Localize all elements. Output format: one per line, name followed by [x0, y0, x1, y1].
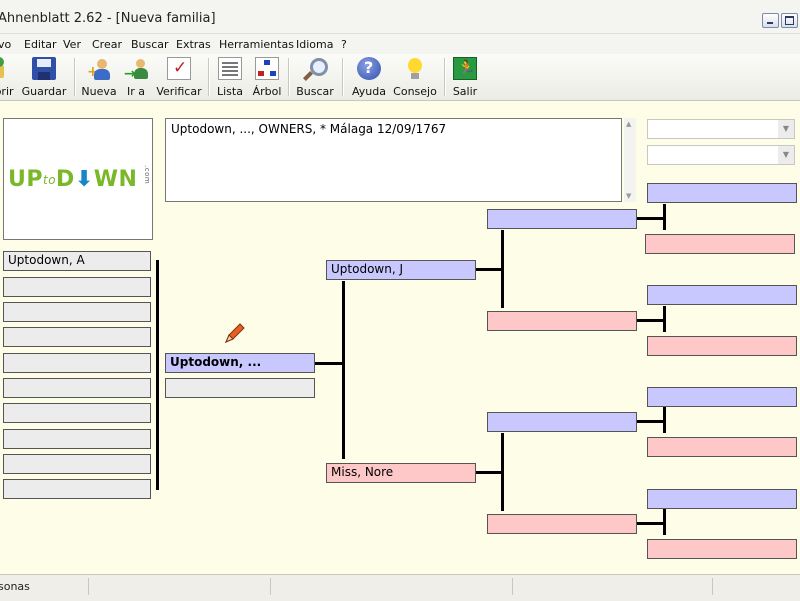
child-item[interactable] — [3, 454, 151, 474]
children-connector — [156, 260, 159, 490]
great-grandparent-box[interactable] — [647, 489, 797, 509]
child-item[interactable] — [3, 403, 151, 423]
status-persons: sonas — [0, 580, 30, 593]
tree-button[interactable]: Árbol — [252, 56, 282, 98]
tree-connector — [476, 471, 503, 474]
tree-connector — [663, 204, 666, 230]
menu-search[interactable]: Buscar — [131, 38, 169, 51]
tree-connector — [637, 522, 665, 525]
new-person-button[interactable]: + Nueva — [80, 56, 118, 98]
exit-icon — [453, 57, 477, 80]
menu-create[interactable]: Crear — [92, 38, 122, 51]
window-title: Ahnenblatt 2.62 - [Nueva familia] — [0, 11, 216, 26]
child-item[interactable] — [3, 302, 151, 322]
menu-tools[interactable]: Herramientas — [219, 38, 294, 51]
tree-connector — [637, 217, 665, 220]
toolbar-separator — [444, 58, 446, 96]
goto-person-icon: → — [124, 57, 148, 82]
tree-icon — [255, 57, 279, 80]
child-item[interactable] — [3, 277, 151, 297]
spouse-box[interactable] — [165, 378, 315, 398]
scroll-up-icon[interactable]: ▲ — [626, 120, 632, 128]
great-grandparent-box[interactable] — [647, 539, 797, 559]
help-icon — [357, 57, 381, 80]
add-person-icon: + — [87, 57, 111, 80]
great-grandparent-box[interactable] — [647, 285, 797, 305]
selector-combo-2[interactable]: ▼ — [647, 145, 795, 165]
person-photo[interactable]: UPtoD⬇WN .com — [3, 118, 153, 240]
list-button[interactable]: Lista — [216, 56, 244, 98]
menu-edit[interactable]: Editar — [24, 38, 57, 51]
tree-connector — [637, 420, 665, 423]
open-folder-icon — [0, 57, 16, 80]
tree-connector — [501, 433, 504, 511]
toolbar-separator — [208, 58, 210, 96]
great-grandparent-box[interactable] — [647, 387, 797, 407]
floppy-disk-icon — [32, 57, 56, 80]
help-button[interactable]: Ayuda — [350, 56, 388, 98]
grandparent-box[interactable] — [487, 412, 637, 432]
goto-button[interactable]: → Ir a — [122, 56, 150, 98]
maximize-button[interactable] — [781, 13, 798, 28]
menu-extras[interactable]: Extras — [176, 38, 211, 51]
child-item[interactable] — [3, 429, 151, 449]
title-bar: Ahnenblatt 2.62 - [Nueva familia] — [0, 0, 800, 34]
save-button[interactable]: Guardar — [22, 56, 66, 98]
child-item[interactable] — [3, 327, 151, 347]
great-grandparent-box[interactable] — [645, 234, 795, 254]
status-bar: sonas — [0, 574, 800, 601]
chevron-down-icon[interactable]: ▼ — [778, 120, 794, 138]
mother-box[interactable]: Miss, Nore — [326, 463, 476, 483]
grandparent-box[interactable] — [487, 209, 637, 229]
grandparent-box[interactable] — [487, 311, 637, 331]
lightbulb-icon — [403, 57, 427, 80]
exit-button[interactable]: Salir — [452, 56, 478, 98]
child-item[interactable]: Uptodown, A — [3, 251, 151, 271]
child-item[interactable] — [3, 353, 151, 373]
menu-language[interactable]: Idioma — [296, 38, 334, 51]
main-person[interactable]: Uptodown, ... — [165, 353, 315, 373]
menu-bar: vo Editar Ver Crear Buscar Extras Herram… — [0, 34, 800, 54]
tree-connector — [663, 509, 666, 535]
father-box[interactable]: Uptodown, J — [326, 260, 476, 280]
tree-connector — [663, 407, 666, 433]
tree-connector — [342, 281, 345, 459]
toolbar: brir Guardar + Nueva → Ir a Verificar Li… — [0, 54, 800, 101]
scroll-down-icon[interactable]: ▼ — [626, 192, 632, 200]
great-grandparent-box[interactable] — [647, 336, 797, 356]
great-grandparent-box[interactable] — [647, 183, 797, 203]
child-item[interactable] — [3, 378, 151, 398]
open-button[interactable]: brir — [0, 56, 16, 98]
minimize-button[interactable] — [762, 13, 779, 28]
menu-view[interactable]: Ver — [63, 38, 81, 51]
notes-scrollbar[interactable]: ▲ ▼ — [624, 118, 636, 202]
search-button[interactable]: Buscar — [296, 56, 334, 98]
person-notes[interactable]: Uptodown, ..., OWNERS, * Málaga 12/09/17… — [165, 118, 622, 202]
great-grandparent-box[interactable] — [647, 437, 797, 457]
chevron-down-icon[interactable]: ▼ — [778, 146, 794, 164]
selector-combo-1[interactable]: ▼ — [647, 119, 795, 139]
checklist-icon — [167, 57, 191, 80]
tree-connector — [663, 306, 666, 332]
toolbar-separator — [288, 58, 290, 96]
pencil-icon[interactable] — [222, 322, 246, 346]
tip-button[interactable]: Consejo — [393, 56, 437, 98]
menu-help[interactable]: ? — [341, 38, 347, 51]
list-icon — [218, 57, 242, 80]
child-item[interactable] — [3, 479, 151, 499]
verify-button[interactable]: Verificar — [156, 56, 202, 98]
tree-connector — [315, 362, 343, 365]
menu-file[interactable]: vo — [0, 38, 12, 51]
toolbar-separator — [342, 58, 344, 96]
toolbar-separator — [74, 58, 76, 96]
tree-connector — [637, 319, 665, 322]
grandparent-box[interactable] — [487, 514, 637, 534]
magnifier-icon — [303, 57, 328, 80]
tree-connector — [476, 268, 503, 271]
uptodown-logo: UPtoD⬇WN .com — [8, 165, 151, 192]
tree-connector — [501, 230, 504, 308]
